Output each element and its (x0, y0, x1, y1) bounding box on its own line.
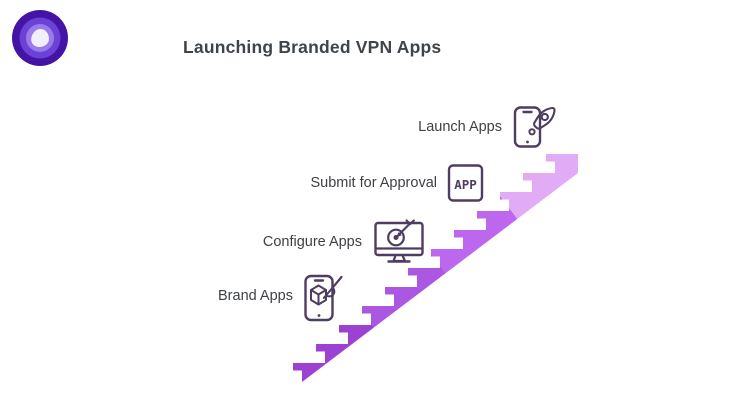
vpn-brand-logo-icon (12, 10, 68, 66)
page-title: Launching Branded VPN Apps (183, 37, 442, 57)
step-label: Submit for Approval (310, 175, 437, 191)
phone-rocket-icon (513, 106, 556, 148)
staircase-steps-shape (293, 154, 578, 382)
app-box-icon: APP (447, 164, 484, 202)
step-row-configure-apps: Configure Apps (263, 217, 428, 267)
step-row-launch-apps: Launch Apps (418, 104, 557, 150)
step-label: Launch Apps (418, 119, 502, 135)
step-label: Configure Apps (262, 234, 362, 250)
step-row-brand-apps: Brand Apps (218, 269, 345, 323)
logo-core-shape (31, 29, 49, 47)
phone-cube-paintbrush-icon (304, 274, 343, 322)
monitor-dart-target-icon (374, 219, 424, 263)
step-row-submit-for-approval: Submit for Approval APP (310, 163, 484, 203)
step-label: Brand Apps (218, 288, 293, 304)
svg-text:APP: APP (454, 177, 477, 192)
